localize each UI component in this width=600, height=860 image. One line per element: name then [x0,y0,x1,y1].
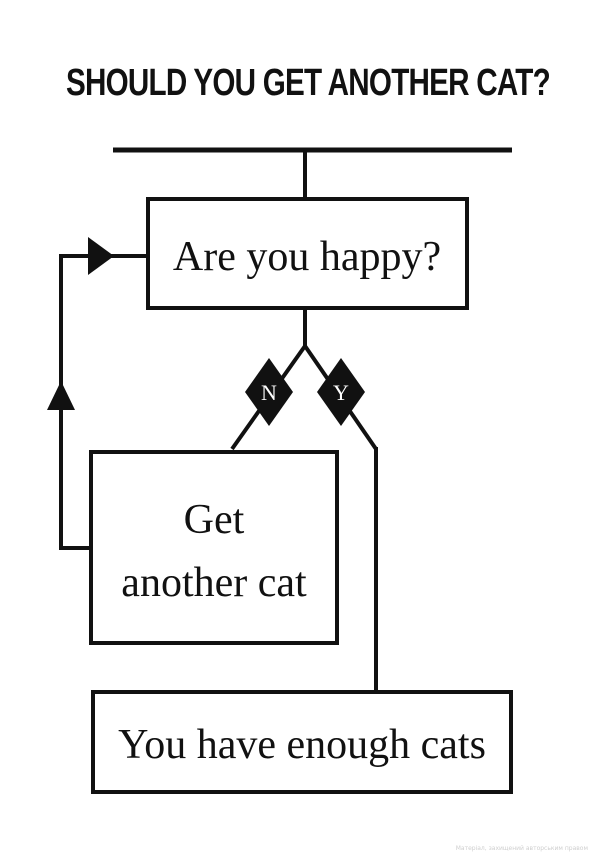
copyright-watermark: Матеріал, захищений авторським правом [455,845,588,852]
diagram-title: SHOULD YOU GET ANOTHER CAT? [66,62,551,104]
enough-box [91,690,513,794]
get-cat-text-line1: Get [184,497,245,543]
get-cat-box [89,450,339,645]
yes-diamond [317,358,365,426]
loop-up-arrow [47,381,75,410]
question-box [146,197,469,310]
get-cat-text-line2: another cat [121,560,307,606]
yes-label: Y [333,380,349,405]
question-text: Are you happy? [173,234,441,280]
no-label: N [261,380,277,405]
enough-text: You have enough cats [118,722,486,768]
loop-right-arrow [88,237,114,275]
no-diamond [245,358,293,426]
